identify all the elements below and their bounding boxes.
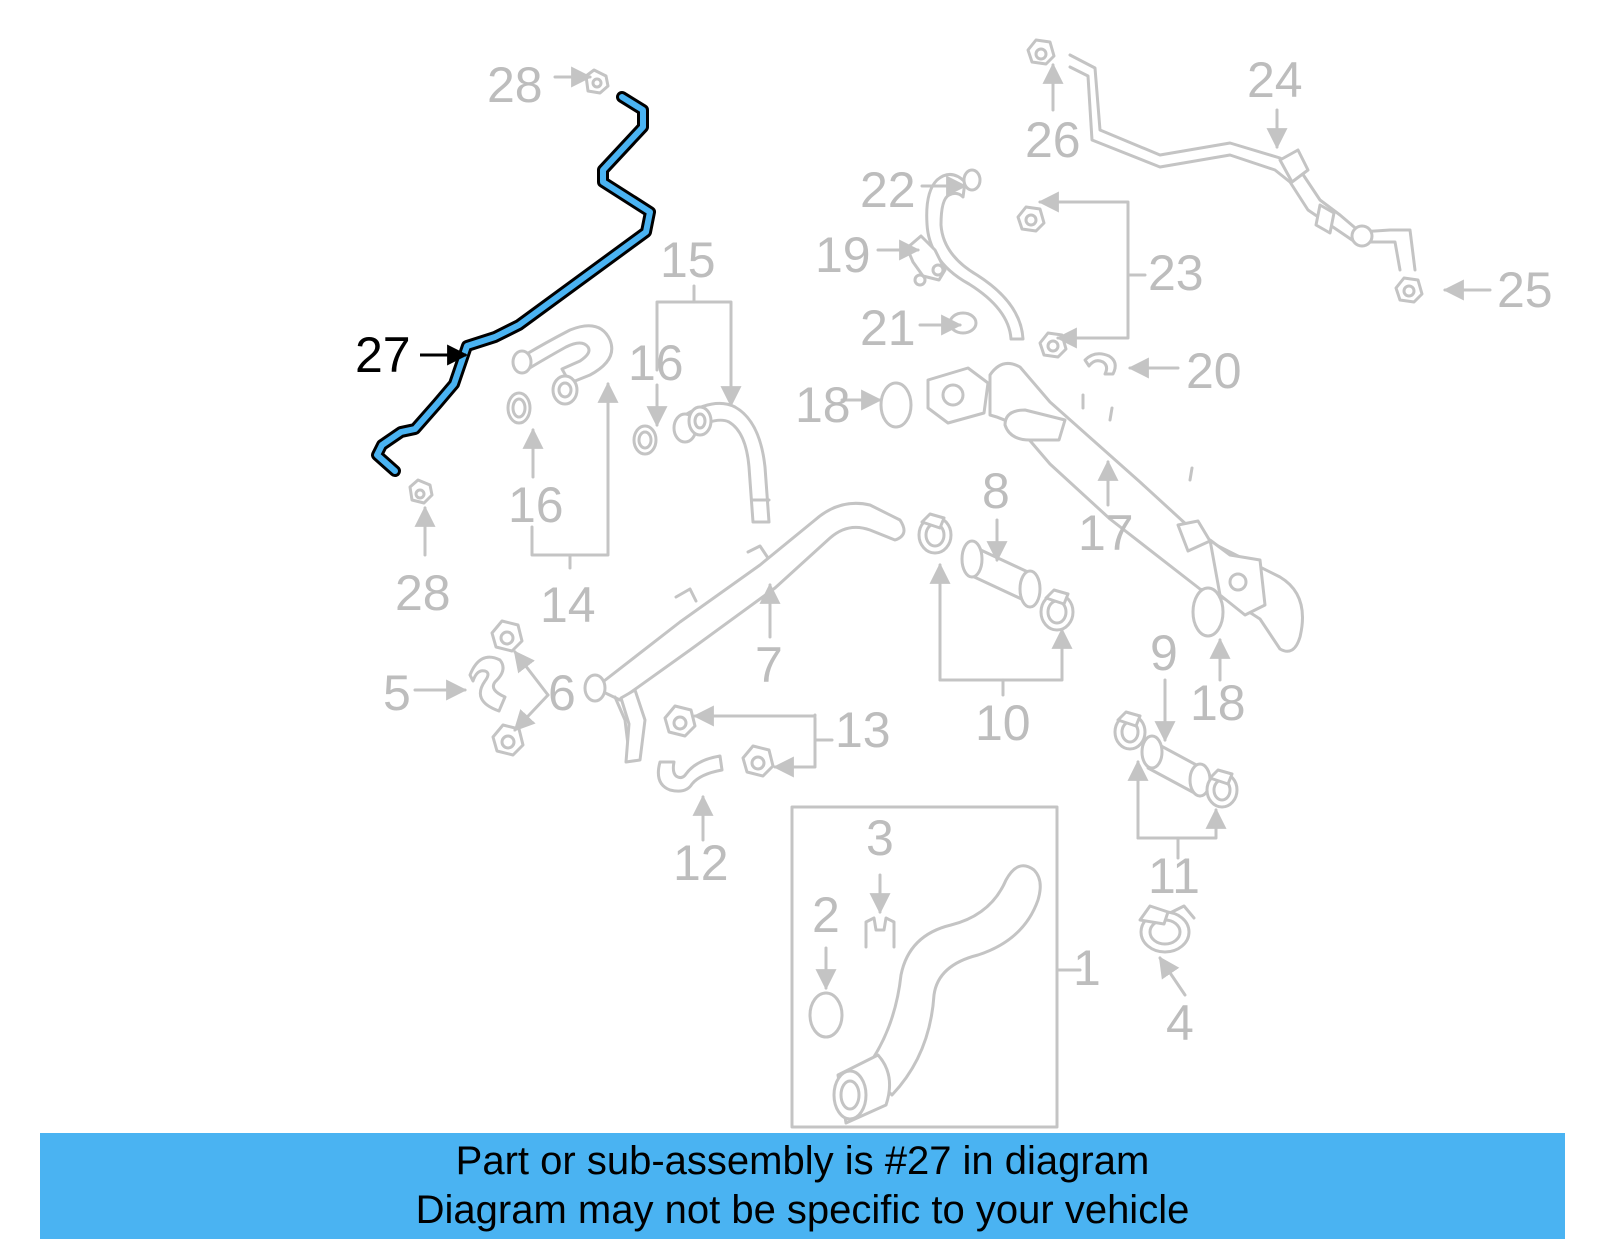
part-1-box: [790, 805, 1059, 1129]
part-16-oring-b: [632, 424, 658, 456]
callout-21: 21: [860, 300, 916, 356]
part-5-small-hose: [468, 655, 507, 713]
callout-16-left: 16: [508, 477, 564, 533]
callout-1: 1: [1073, 940, 1101, 996]
part-10-clamp-a: [917, 512, 953, 555]
part-26-clip: [1026, 38, 1056, 66]
callout-11: 11: [1148, 848, 1200, 904]
part-14-u-hose: [511, 324, 614, 406]
callout-8: 8: [982, 463, 1010, 519]
part-10-clamp-b: [1039, 588, 1075, 632]
info-banner: Part or sub-assembly is #27 in diagram D…: [40, 1133, 1565, 1239]
callout-14: 14: [540, 577, 596, 633]
part-7-tube: [583, 501, 906, 764]
part-27-pipe[interactable]: [371, 91, 656, 477]
part-28-clip-bottom: [408, 478, 434, 505]
part-8-sleeve: [960, 539, 1042, 609]
callout-10: 10: [975, 695, 1031, 751]
callout-12: 12: [673, 835, 729, 891]
callout-9: 9: [1150, 625, 1178, 681]
callout-20: 20: [1186, 343, 1242, 399]
banner-line-2: Diagram may not be specific to your vehi…: [415, 1188, 1190, 1232]
callout-5: 5: [383, 665, 411, 721]
part-22-hose: [925, 168, 1025, 341]
callout-18-top: 18: [795, 377, 851, 433]
callout-23: 23: [1148, 245, 1204, 301]
part-4-clamp: [1138, 904, 1196, 954]
callout-28-bottom: 28: [395, 565, 451, 621]
part-18-gasket-bottom: [1191, 586, 1225, 638]
callout-2: 2: [812, 887, 840, 943]
part-11-clamp-a: [1113, 710, 1147, 751]
part-13-clamp-b: [741, 744, 775, 778]
callout-15: 15: [660, 232, 716, 288]
callout-27[interactable]: 27: [355, 327, 411, 383]
callout-3: 3: [866, 810, 894, 866]
callout-13: 13: [835, 702, 891, 758]
callout-7: 7: [755, 637, 783, 693]
part-23-clamp-top: [1016, 205, 1046, 233]
leader-lines: [413, 62, 1492, 997]
part-13-clamp-a: [663, 704, 697, 738]
part-24-pipe: [1068, 53, 1417, 272]
callout-26: 26: [1025, 112, 1081, 168]
part-21-oring: [948, 311, 978, 335]
part-3-clip: [864, 916, 896, 949]
callout-19: 19: [815, 227, 871, 283]
callout-17: 17: [1078, 505, 1134, 561]
callout-16-right: 16: [628, 335, 684, 391]
part-6-clamp-top: [490, 619, 524, 653]
callout-4: 4: [1166, 995, 1194, 1051]
part-17-pipe: [926, 361, 1304, 653]
part-20-clip: [1083, 352, 1117, 376]
part-15-hose: [672, 401, 771, 524]
part-6-clamp-bottom: [491, 723, 525, 757]
part-9-sleeve: [1140, 734, 1212, 798]
part-25-clip: [1394, 276, 1424, 304]
callout-22: 22: [860, 162, 916, 218]
banner-line-1: Part or sub-assembly is #27 in diagram: [455, 1139, 1150, 1183]
callout-25: 25: [1497, 262, 1553, 318]
callout-28-top: 28: [487, 57, 543, 113]
callout-24: 24: [1247, 52, 1303, 108]
callout-18-bottom: 18: [1190, 675, 1246, 731]
part-18-gasket-top: [879, 381, 913, 429]
callout-6: 6: [548, 665, 576, 721]
part-28-clip-top: [584, 68, 610, 95]
part-2-oring: [808, 991, 844, 1039]
part-11-clamp-b: [1205, 768, 1239, 809]
part-12-hose: [656, 754, 724, 793]
part-16-oring-a: [506, 391, 532, 425]
callout-labels: 28 27 28 16 15 16 14 5 6 7 22 19 21 18 2…: [355, 52, 1553, 1051]
